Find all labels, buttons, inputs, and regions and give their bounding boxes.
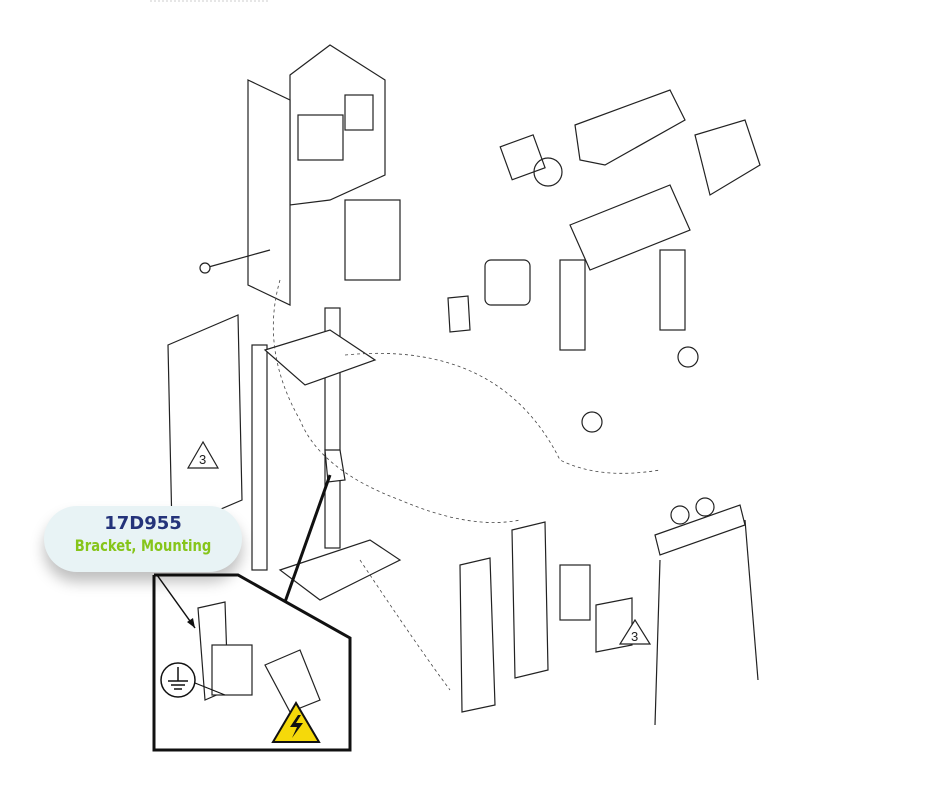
part-description: Bracket, Mounting (74, 536, 212, 555)
pump-motor-assembly (447, 89, 761, 433)
note-reference-right: 3 (618, 618, 652, 645)
electrical-enclosure (199, 44, 401, 306)
part-number: 17D955 (104, 513, 182, 534)
heater-columns (459, 521, 633, 713)
high-voltage-warning-icon (271, 701, 321, 743)
manifold-assembly (654, 497, 759, 726)
part-callout-bubble: 17D955 Bracket, Mounting (44, 506, 242, 572)
note-reference-left: 3 (186, 440, 220, 469)
svg-text:3: 3 (631, 629, 638, 644)
ground-symbol-icon (160, 662, 226, 698)
mounting-frame (167, 307, 402, 601)
detail-leader-line (283, 474, 332, 603)
svg-text:3: 3 (199, 452, 206, 467)
callout-arrow (156, 574, 196, 629)
detail-inset (152, 474, 352, 752)
